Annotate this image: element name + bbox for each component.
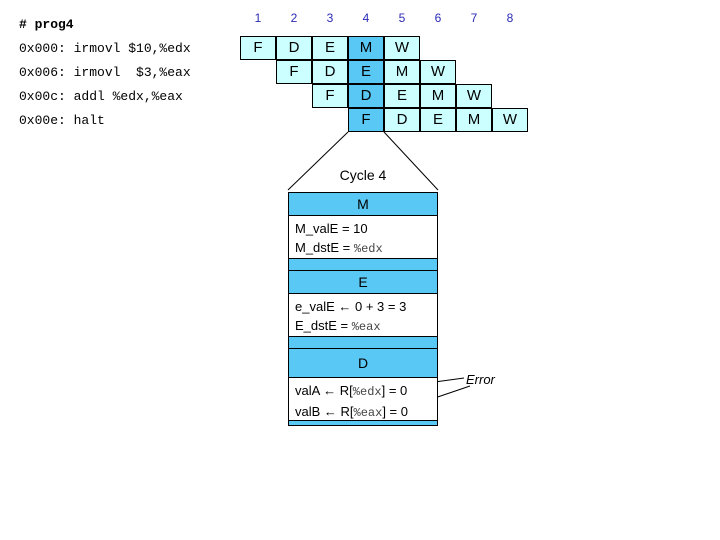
stage-e-body: e_valE ← 0 + 3 = 3 E_dstE = %eax [288, 293, 438, 337]
pipeline-cell-e: E [312, 36, 348, 60]
cycle-number: 5 [398, 11, 406, 25]
pipeline-cell-e: E [348, 60, 384, 84]
d-valb-text: valB ← R[ [295, 404, 354, 419]
e-dste-text: E_dstE = [295, 318, 352, 333]
zoom-line-right [383, 131, 439, 191]
stage-m-body: M_valE = 10 M_dstE = %edx [288, 215, 438, 259]
stage-m-header: M [288, 192, 438, 216]
m-dste-text: M_dstE = [295, 240, 354, 255]
pipeline-cell-e: E [384, 84, 420, 108]
program-line: 0x00e: halt [19, 113, 105, 128]
d-vala-text: valA ← R[ [295, 383, 353, 398]
stage-d-body: valA ← R[%edx] = 0 valB ← R[%eax] = 0 [288, 377, 438, 421]
program-line: 0x000: irmovl $10,%edx [19, 41, 191, 56]
pipeline-cell-m: M [348, 36, 384, 60]
e-dste-line: E_dstE = %eax [295, 316, 437, 337]
pipeline-cell-d: D [276, 36, 312, 60]
program-title: # prog4 [19, 17, 74, 32]
pipeline-cell-f: F [276, 60, 312, 84]
pipeline-cell-d: D [348, 84, 384, 108]
pipeline-cell-w: W [384, 36, 420, 60]
cycle-number: 6 [434, 11, 442, 25]
d-vala-value: ] = 0 [381, 383, 408, 398]
pipeline-cell-d: D [384, 108, 420, 132]
e-vale-line: e_valE ← 0 + 3 = 3 [295, 299, 407, 314]
pipeline-cell-w: W [420, 60, 456, 84]
m-dste-line: M_dstE = %edx [295, 238, 437, 259]
cycle-number: 1 [254, 11, 262, 25]
program-line: 0x00c: addl %edx,%eax [19, 89, 183, 104]
d-vala-register: %edx [352, 385, 382, 399]
pipeline-cell-m: M [456, 108, 492, 132]
cycle-number: 4 [362, 11, 370, 25]
error-label: Error [466, 372, 495, 387]
stage-d-header: D [288, 348, 438, 378]
stage-e-header: E [288, 270, 438, 294]
d-valb-line: valB ← R[%eax] = 0 [295, 402, 437, 423]
cycle-number: 8 [506, 11, 514, 25]
pipeline-cell-d: D [312, 60, 348, 84]
pipeline-cell-f: F [312, 84, 348, 108]
cycle-detail-title: Cycle 4 [339, 167, 387, 183]
zoom-line-left [287, 131, 349, 191]
d-vala-line: valA ← R[%edx] = 0 [295, 381, 437, 402]
program-line: 0x006: irmovl $3,%eax [19, 65, 191, 80]
pipeline-cell-w: W [492, 108, 528, 132]
cycle-number: 3 [326, 11, 334, 25]
d-valb-value: ] = 0 [382, 404, 408, 419]
pipeline-cell-f: F [240, 36, 276, 60]
m-vale-line: M_valE = 10 [295, 221, 368, 236]
pipeline-cell-m: M [384, 60, 420, 84]
e-dste-register: %eax [351, 320, 381, 334]
cycle-number: 7 [470, 11, 478, 25]
pipeline-cell-f: F [348, 108, 384, 132]
m-dste-register: %edx [353, 242, 383, 256]
pipeline-cell-w: W [456, 84, 492, 108]
d-valb-register: %eax [353, 406, 383, 420]
pipeline-cell-m: M [420, 84, 456, 108]
stage-separator [288, 420, 438, 426]
cycle-number: 2 [290, 11, 298, 25]
pipeline-cell-e: E [420, 108, 456, 132]
